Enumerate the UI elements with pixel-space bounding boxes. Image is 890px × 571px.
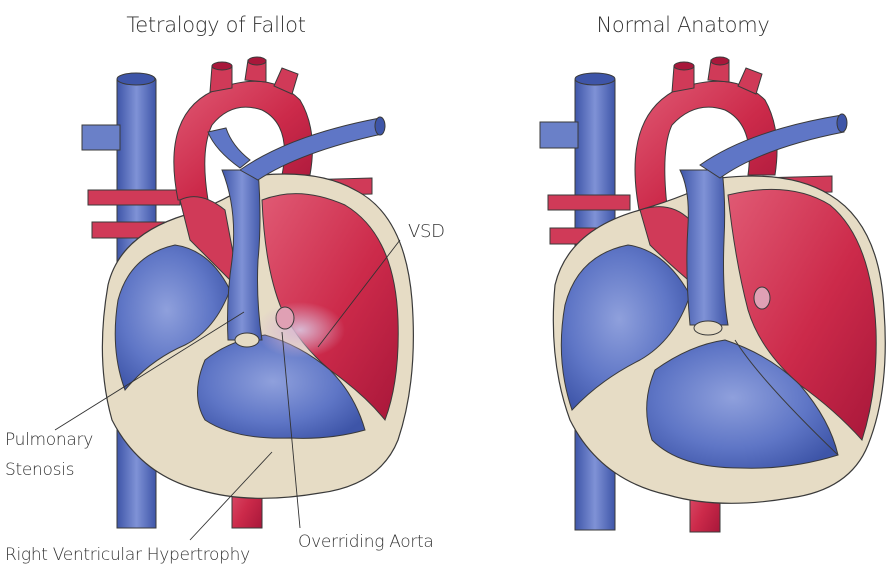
label-pulmonary-stenosis-line2: Stenosis <box>5 460 74 480</box>
title-tetralogy: Tetralogy of Fallot <box>126 13 305 37</box>
normal-pa-opening <box>837 114 847 132</box>
tof-aortic-valve <box>276 307 294 329</box>
normal-svc-opening <box>575 73 615 85</box>
label-overriding-aorta: Overriding Aorta <box>298 532 434 552</box>
tof-pulmonary-vein-red-1 <box>88 190 180 205</box>
normal-pulmonary-vein-red-1 <box>548 195 630 210</box>
label-vsd: VSD <box>408 221 445 242</box>
label-right-ventricular-hypertrophy: Right Ventricular Hypertrophy <box>5 545 250 565</box>
tof-svc-opening <box>117 73 155 85</box>
tof-arch-opening-2 <box>248 57 266 65</box>
tof-pulmonary-vein-blue <box>82 125 120 150</box>
tof-heart <box>82 57 413 528</box>
normal-arch-opening-1 <box>674 62 694 70</box>
tof-stenotic-valve <box>235 333 259 347</box>
normal-arch-opening-2 <box>711 57 729 65</box>
tof-arch-opening-1 <box>212 62 232 70</box>
normal-heart <box>540 57 885 532</box>
label-pulmonary-stenosis-line1: Pulmonary <box>5 430 93 450</box>
normal-pulmonary-vein-blue <box>540 122 578 148</box>
normal-pulmonary-valve <box>694 321 722 335</box>
normal-aortic-valve <box>754 287 770 309</box>
tof-pa-opening <box>375 117 385 135</box>
tof-pulmonary-artery-left <box>208 128 250 168</box>
title-normal: Normal Anatomy <box>597 13 770 37</box>
